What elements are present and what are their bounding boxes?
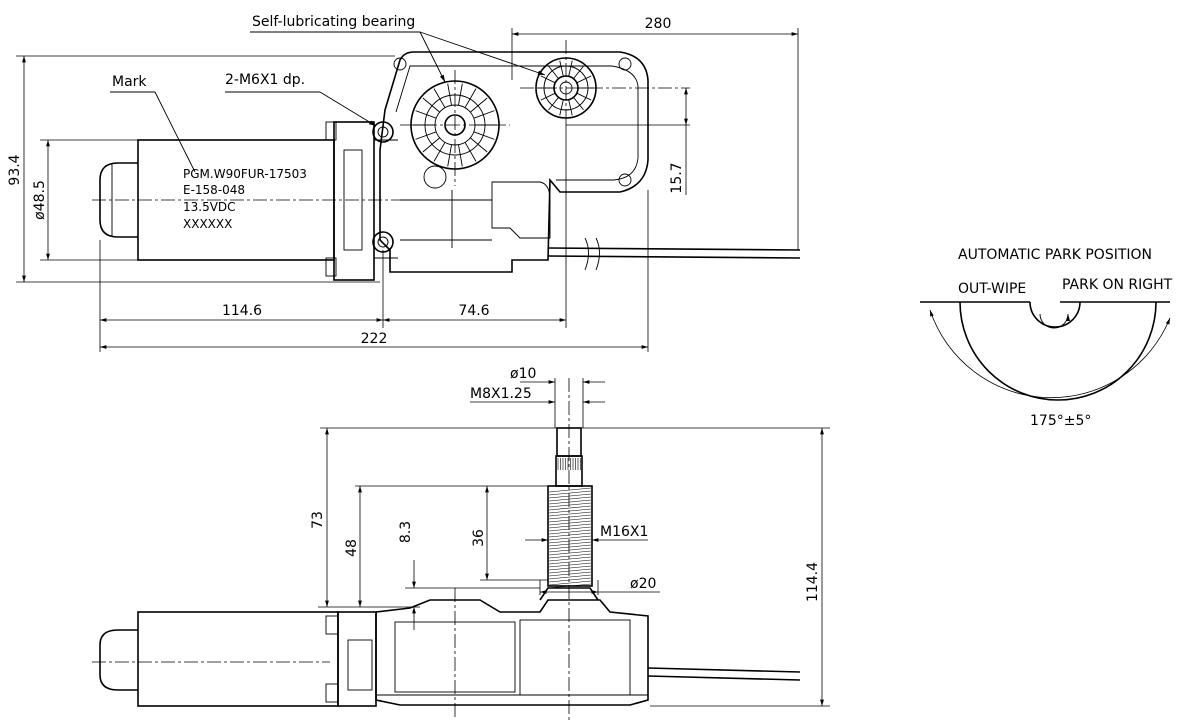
dim-15-7: 15.7 (669, 162, 685, 193)
dim-222: 222 (361, 331, 388, 347)
bearing-callout: Self-lubricating bearing (252, 14, 415, 30)
shaft-thread (548, 487, 592, 589)
park-on-right-label: PARK ON RIGHT (1062, 277, 1173, 293)
park-angle: 175°±5° (1030, 413, 1091, 429)
park-position-diagram: AUTOMATIC PARK POSITION OUT-WIPE PARK ON… (920, 247, 1173, 429)
marking-line-1: PGM.W90FUR-17503 (183, 167, 307, 181)
dim-48-5: ø48.5 (32, 180, 48, 220)
dim-114-4: 114.4 (805, 562, 821, 602)
motor-body (99, 121, 398, 281)
top-view: Self-lubricating bearing 2-M6X1 dp. Mark… (7, 14, 801, 352)
marking-line-2: E-158-048 (183, 183, 245, 197)
dim-93-4: 93.4 (7, 154, 23, 185)
dim-base-diameter: ø20 (630, 576, 656, 592)
marking-line-4: XXXXXX (183, 217, 232, 231)
out-wipe-label: OUT-WIPE (958, 281, 1026, 297)
mounting-callout: 2-M6X1 dp. (225, 72, 305, 88)
dim-tip-diameter: ø10 (510, 366, 536, 382)
dim-280: 280 (645, 16, 672, 32)
gear-housing (372, 51, 801, 273)
dim-114-6: 114.6 (222, 303, 262, 319)
motor-marking: PGM.W90FUR-17503 E-158-048 13.5VDC XXXXX… (183, 167, 307, 231)
shaft-spline (557, 458, 581, 470)
park-title: AUTOMATIC PARK POSITION (958, 247, 1152, 263)
dim-73: 73 (310, 511, 326, 529)
dim-74-6: 74.6 (458, 303, 489, 319)
side-view: ø10 M8X1.25 114.4 73 48 8.3 36 M16X1 (92, 366, 830, 720)
dim-36: 36 (471, 529, 487, 547)
dim-shaft-thread: M16X1 (600, 524, 648, 540)
dim-tip-thread: M8X1.25 (470, 386, 532, 402)
mark-callout: Mark (112, 74, 147, 90)
dim-48: 48 (344, 539, 360, 557)
marking-line-3: 13.5VDC (183, 200, 236, 214)
dim-8-3: 8.3 (398, 521, 414, 543)
